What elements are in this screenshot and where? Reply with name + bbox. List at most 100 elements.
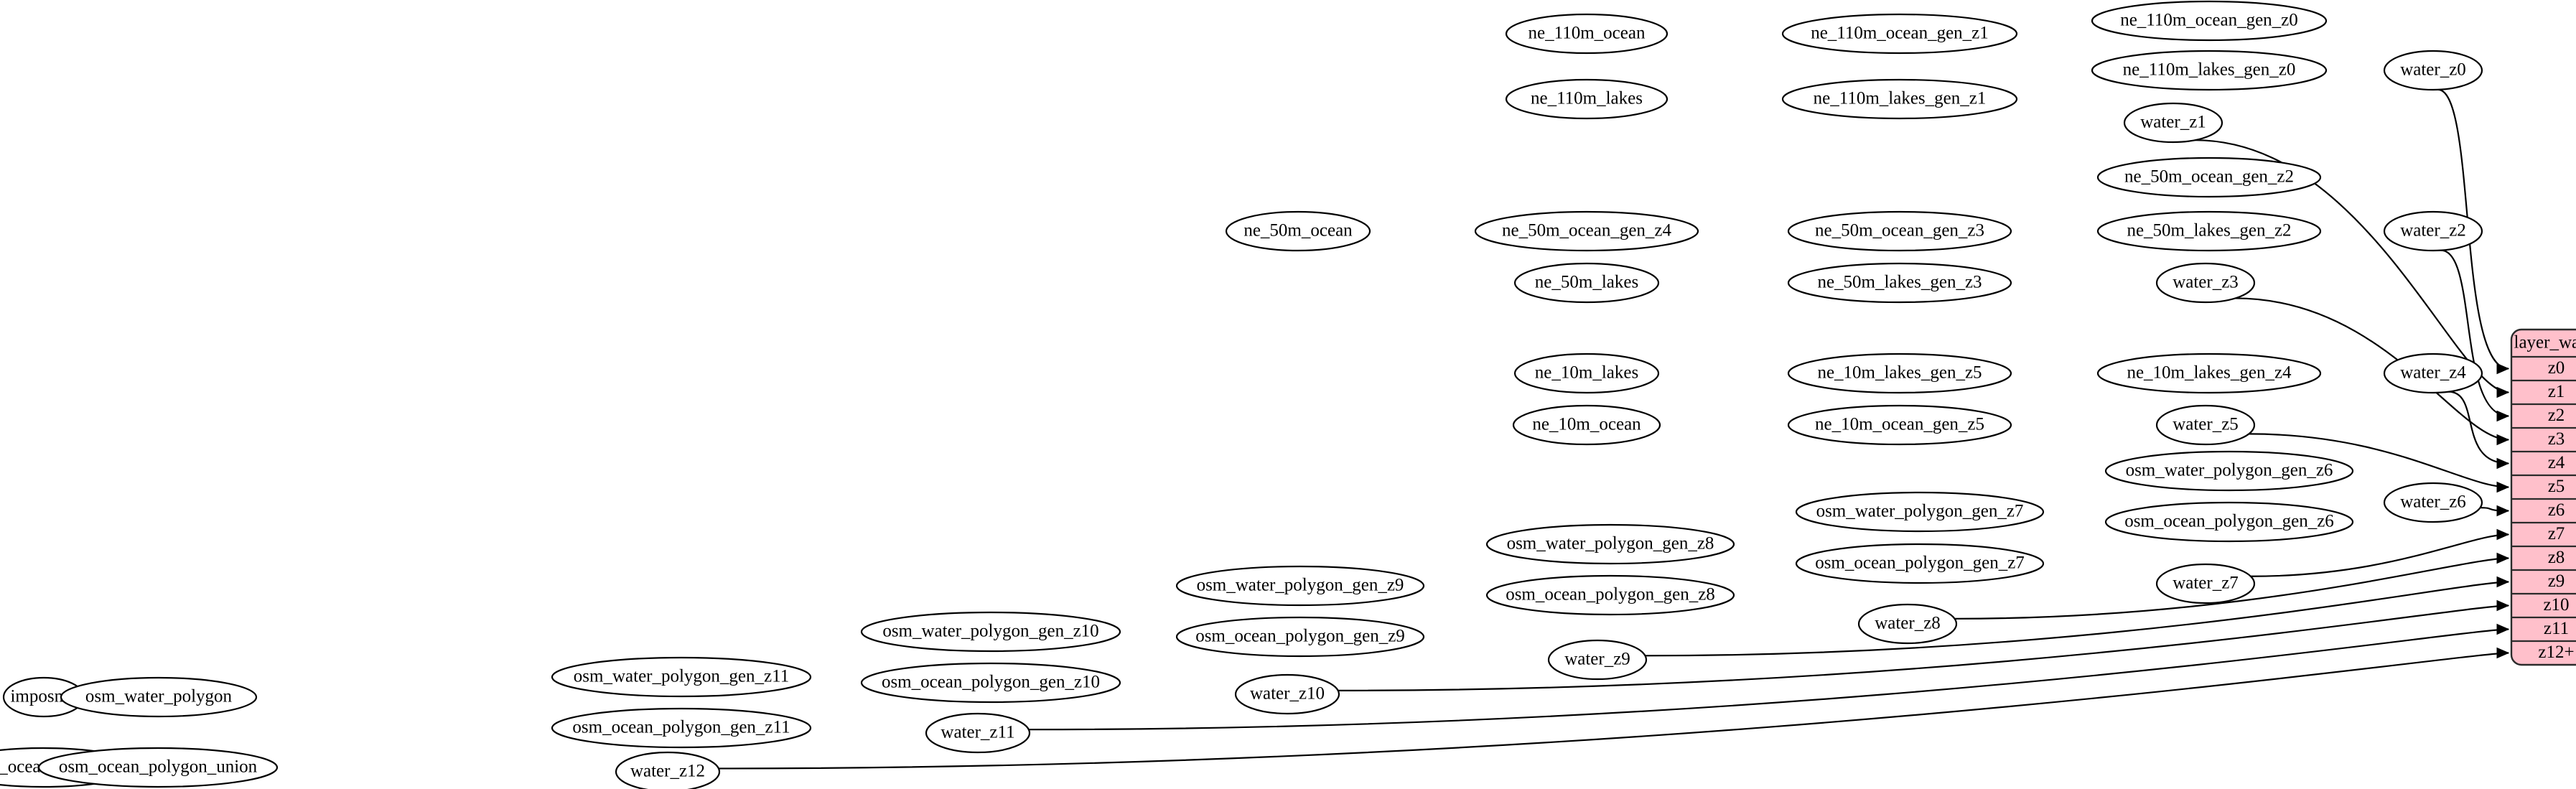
node-water_z11[interactable]: water_z11 <box>925 712 1031 754</box>
node-ne_50m_lakes_gen_z3[interactable]: ne_50m_lakes_gen_z3 <box>1787 262 2012 304</box>
node-ne_10m_lakes_gen_z5[interactable]: ne_10m_lakes_gen_z5 <box>1787 353 2012 394</box>
node-ne_110m_lakes[interactable]: ne_110m_lakes <box>1505 78 1669 120</box>
node-shape-water_z0[interactable] <box>2383 50 2483 91</box>
node-shape-ne_110m_ocean_gen_z0[interactable] <box>2091 0 2328 42</box>
node-shape-ne_110m_ocean_gen_z1[interactable] <box>1781 13 2018 55</box>
node-shape-ne_50m_lakes_gen_z3[interactable] <box>1787 262 2012 304</box>
node-ne_10m_lakes_gen_z4[interactable]: ne_10m_lakes_gen_z4 <box>2096 353 2322 394</box>
node-water_z10[interactable]: water_z10 <box>1234 673 1340 715</box>
table-row-z6[interactable]: z6 <box>2548 500 2565 520</box>
node-ne_110m_ocean_gen_z1[interactable]: ne_110m_ocean_gen_z1 <box>1781 13 2018 55</box>
node-ne_10m_ocean[interactable]: ne_10m_ocean <box>1512 404 1661 446</box>
node-shape-ne_50m_ocean[interactable] <box>1225 210 1371 252</box>
node-shape-water_z6[interactable] <box>2383 482 2483 523</box>
node-shape-ne_10m_lakes[interactable] <box>1513 353 1660 394</box>
table-row-z9[interactable]: z9 <box>2548 571 2565 591</box>
node-shape-water_z1[interactable] <box>2123 102 2223 144</box>
node-osm_ocean_polygon_gen_z8[interactable]: osm_ocean_polygon_gen_z8 <box>1485 574 1735 616</box>
node-ne_50m_ocean[interactable]: ne_50m_ocean <box>1225 210 1371 252</box>
node-osm_water_polygon_gen_z6[interactable]: osm_water_polygon_gen_z6 <box>2104 450 2354 492</box>
node-shape-water_z5[interactable] <box>2155 404 2256 446</box>
node-shape-water_z10[interactable] <box>1234 673 1340 715</box>
node-shape-water_z9[interactable] <box>1547 639 1648 681</box>
node-osm_water_polygon_gen_z10[interactable]: osm_water_polygon_gen_z10 <box>860 611 1121 653</box>
node-water_z7[interactable]: water_z7 <box>2155 563 2256 604</box>
node-water_z0[interactable]: water_z0 <box>2383 50 2483 91</box>
node-ne_50m_ocean_gen_z2[interactable]: ne_50m_ocean_gen_z2 <box>2096 157 2322 198</box>
node-shape-osm_water_polygon[interactable] <box>60 676 258 718</box>
node-ne_50m_ocean_gen_z4[interactable]: ne_50m_ocean_gen_z4 <box>1474 210 1699 252</box>
node-shape-osm_ocean_polygon_gen_z7[interactable] <box>1795 543 2045 584</box>
node-shape-ne_10m_lakes_gen_z5[interactable] <box>1787 353 2012 394</box>
node-shape-ne_50m_lakes[interactable] <box>1513 262 1660 304</box>
table-row-z7[interactable]: z7 <box>2548 524 2565 543</box>
table-row-z5[interactable]: z5 <box>2548 477 2565 496</box>
table-row-z11[interactable]: z11 <box>2544 619 2569 638</box>
node-shape-osm_ocean_polygon_gen_z11[interactable] <box>551 707 812 749</box>
node-shape-ne_50m_ocean_gen_z3[interactable] <box>1787 210 2012 252</box>
node-shape-water_z3[interactable] <box>2155 262 2256 304</box>
table-row-z10[interactable]: z10 <box>2543 595 2569 615</box>
node-ne_10m_ocean_gen_z5[interactable]: ne_10m_ocean_gen_z5 <box>1787 404 2012 446</box>
node-osm_ocean_polygon_union[interactable]: osm_ocean_polygon_union <box>37 747 279 788</box>
node-shape-osm_water_polygon_gen_z8[interactable] <box>1485 523 1735 565</box>
table-row-z3[interactable]: z3 <box>2548 429 2565 449</box>
node-shape-osm_water_polygon_gen_z11[interactable] <box>551 656 812 698</box>
node-shape-osm_water_polygon_gen_z6[interactable] <box>2104 450 2354 492</box>
node-shape-ne_110m_lakes[interactable] <box>1505 78 1669 120</box>
node-water_z8[interactable]: water_z8 <box>1857 603 1958 645</box>
table-row-z2[interactable]: z2 <box>2548 406 2565 425</box>
node-shape-water_z11[interactable] <box>925 712 1031 754</box>
node-shape-ne_110m_lakes_gen_z1[interactable] <box>1781 78 2018 120</box>
table-row-z8[interactable]: z8 <box>2548 548 2565 567</box>
node-shape-osm_ocean_polygon_union[interactable] <box>37 747 279 788</box>
table-row-z1[interactable]: z1 <box>2548 382 2565 401</box>
node-ne_110m_ocean[interactable]: ne_110m_ocean <box>1505 13 1669 55</box>
node-shape-water_z12[interactable] <box>615 751 721 789</box>
node-osm_ocean_polygon_gen_z11[interactable]: osm_ocean_polygon_gen_z11 <box>551 707 812 749</box>
node-shape-osm_ocean_polygon_gen_z8[interactable] <box>1485 574 1735 616</box>
table-row-z12+[interactable]: z12+ <box>2538 643 2574 662</box>
node-osm_water_polygon_gen_z7[interactable]: osm_water_polygon_gen_z7 <box>1795 491 2045 533</box>
node-water_z2[interactable]: water_z2 <box>2383 210 2483 252</box>
node-osm_ocean_polygon_gen_z10[interactable]: osm_ocean_polygon_gen_z10 <box>860 662 1121 704</box>
node-osm_water_polygon_gen_z11[interactable]: osm_water_polygon_gen_z11 <box>551 656 812 698</box>
node-osm_ocean_polygon_gen_z6[interactable]: osm_ocean_polygon_gen_z6 <box>2104 501 2354 543</box>
node-water_z3[interactable]: water_z3 <box>2155 262 2256 304</box>
node-ne_110m_lakes_gen_z0[interactable]: ne_110m_lakes_gen_z0 <box>2091 50 2328 91</box>
node-shape-osm_ocean_polygon_gen_z9[interactable] <box>1175 616 1425 658</box>
node-shape-ne_50m_ocean_gen_z4[interactable] <box>1474 210 1699 252</box>
node-ne_50m_lakes[interactable]: ne_50m_lakes <box>1513 262 1660 304</box>
node-shape-osm_water_polygon_gen_z9[interactable] <box>1175 565 1425 607</box>
node-shape-ne_10m_ocean[interactable] <box>1512 404 1661 446</box>
node-water_z9[interactable]: water_z9 <box>1547 639 1648 681</box>
node-osm_ocean_polygon_gen_z7[interactable]: osm_ocean_polygon_gen_z7 <box>1795 543 2045 584</box>
node-ne_50m_ocean_gen_z3[interactable]: ne_50m_ocean_gen_z3 <box>1787 210 2012 252</box>
node-shape-ne_10m_lakes_gen_z4[interactable] <box>2096 353 2322 394</box>
node-shape-ne_10m_ocean_gen_z5[interactable] <box>1787 404 2012 446</box>
node-shape-ne_50m_ocean_gen_z2[interactable] <box>2096 157 2322 198</box>
node-shape-ne_50m_lakes_gen_z2[interactable] <box>2096 210 2322 252</box>
node-water_z12[interactable]: water_z12 <box>615 751 721 789</box>
node-shape-water_z8[interactable] <box>1857 603 1958 645</box>
table-row-z4[interactable]: z4 <box>2548 453 2565 472</box>
node-ne_10m_lakes[interactable]: ne_10m_lakes <box>1513 353 1660 394</box>
node-shape-osm_water_polygon_gen_z10[interactable] <box>860 611 1121 653</box>
node-water_z1[interactable]: water_z1 <box>2123 102 2223 144</box>
node-shape-osm_water_polygon_gen_z7[interactable] <box>1795 491 2045 533</box>
node-shape-osm_ocean_polygon_gen_z10[interactable] <box>860 662 1121 704</box>
node-osm_water_polygon_gen_z9[interactable]: osm_water_polygon_gen_z9 <box>1175 565 1425 607</box>
node-osm_water_polygon_gen_z8[interactable]: osm_water_polygon_gen_z8 <box>1485 523 1735 565</box>
table-row-z0[interactable]: z0 <box>2548 358 2565 378</box>
node-ne_50m_lakes_gen_z2[interactable]: ne_50m_lakes_gen_z2 <box>2096 210 2322 252</box>
node-shape-water_z4[interactable] <box>2383 353 2483 394</box>
node-shape-osm_ocean_polygon_gen_z6[interactable] <box>2104 501 2354 543</box>
node-shape-ne_110m_lakes_gen_z0[interactable] <box>2091 50 2328 91</box>
node-ne_110m_ocean_gen_z0[interactable]: ne_110m_ocean_gen_z0 <box>2091 0 2328 42</box>
node-shape-ne_110m_ocean[interactable] <box>1505 13 1669 55</box>
node-water_z4[interactable]: water_z4 <box>2383 353 2483 394</box>
node-osm_water_polygon[interactable]: osm_water_polygon <box>60 676 258 718</box>
node-osm_ocean_polygon_gen_z9[interactable]: osm_ocean_polygon_gen_z9 <box>1175 616 1425 658</box>
node-water_z6[interactable]: water_z6 <box>2383 482 2483 523</box>
node-water_z5[interactable]: water_z5 <box>2155 404 2256 446</box>
